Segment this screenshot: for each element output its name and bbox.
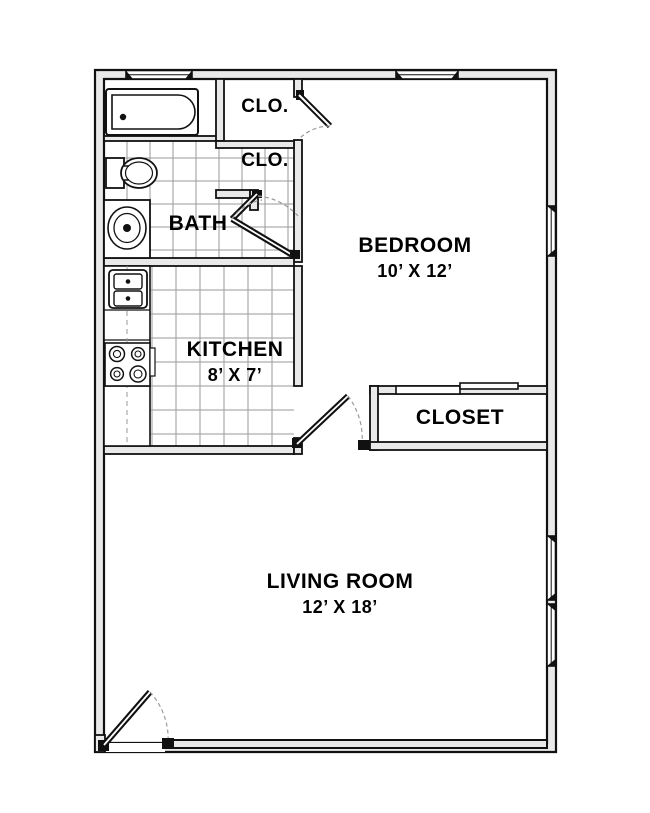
room-label-kitchen: KITCHEN 8’ X 7’ xyxy=(115,338,355,386)
room-name: BEDROOM xyxy=(358,234,472,257)
room-dimensions: 8’ X 7’ xyxy=(207,364,263,385)
room-label-closet-lower: CLO. xyxy=(200,150,330,172)
room-dimensions: 12’ X 18’ xyxy=(302,596,378,617)
double-sink-icon xyxy=(108,269,148,309)
range-stove-icon xyxy=(104,342,156,387)
door-closet-lower xyxy=(229,190,300,259)
room-name: BATH xyxy=(168,212,228,235)
room-name: CLOSET xyxy=(415,406,505,429)
room-dimensions: 10’ X 12’ xyxy=(377,260,453,281)
room-name: CLO. xyxy=(241,150,289,171)
bathtub-icon xyxy=(105,88,199,136)
room-name: LIVING ROOM xyxy=(266,570,414,593)
sink-vanity-icon xyxy=(103,199,151,259)
window-bedroom-north xyxy=(395,69,459,80)
door-kitchen xyxy=(292,393,370,450)
toilet-icon xyxy=(105,157,158,189)
room-label-closet-upper: CLO. xyxy=(200,96,330,118)
room-label-bath: BATH xyxy=(118,212,278,237)
window-living-east-2 xyxy=(546,603,557,667)
room-name: CLO. xyxy=(241,96,289,117)
door-closet-bedroom xyxy=(395,382,519,395)
room-label-bedroom: BEDROOM 10’ X 12’ xyxy=(285,234,545,282)
door-entry xyxy=(98,690,174,751)
room-label-closet-bedroom: CLOSET xyxy=(370,406,550,431)
door-closet-upper xyxy=(296,90,333,140)
room-name: KITCHEN xyxy=(186,338,284,361)
window-bath-north xyxy=(125,69,193,80)
room-label-living-room: LIVING ROOM 12’ X 18’ xyxy=(210,570,470,618)
window-living-east-1 xyxy=(546,535,557,601)
window-bedroom-east xyxy=(546,205,557,257)
